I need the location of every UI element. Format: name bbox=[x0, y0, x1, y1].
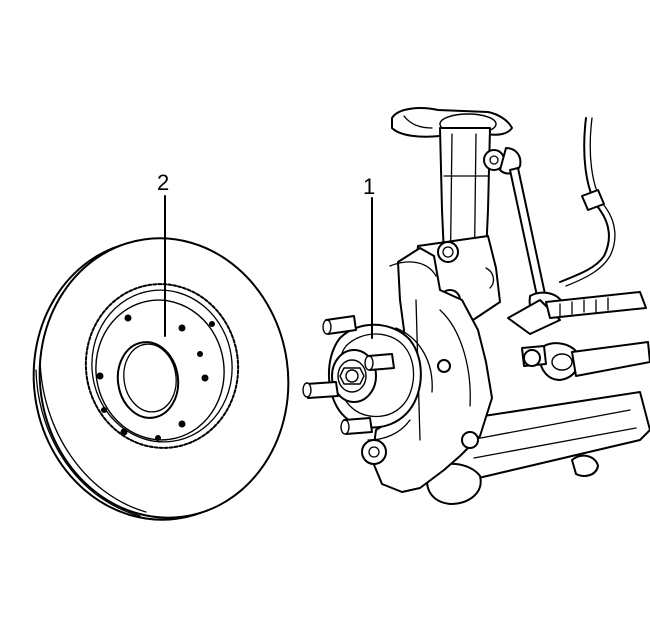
callout-1-label: 1 bbox=[363, 174, 376, 199]
wheel-hub bbox=[302, 315, 433, 441]
callout-2-label: 2 bbox=[157, 170, 170, 195]
wheel-studs bbox=[302, 315, 395, 435]
rotor-hat-outer bbox=[84, 283, 240, 449]
suspension-assembly bbox=[361, 107, 650, 505]
brake-line bbox=[559, 117, 610, 283]
rotor-stud-holes bbox=[96, 314, 215, 441]
brake-rotor bbox=[32, 237, 290, 521]
rotor-center-bore bbox=[116, 341, 180, 419]
stabilizer-link bbox=[509, 167, 549, 311]
